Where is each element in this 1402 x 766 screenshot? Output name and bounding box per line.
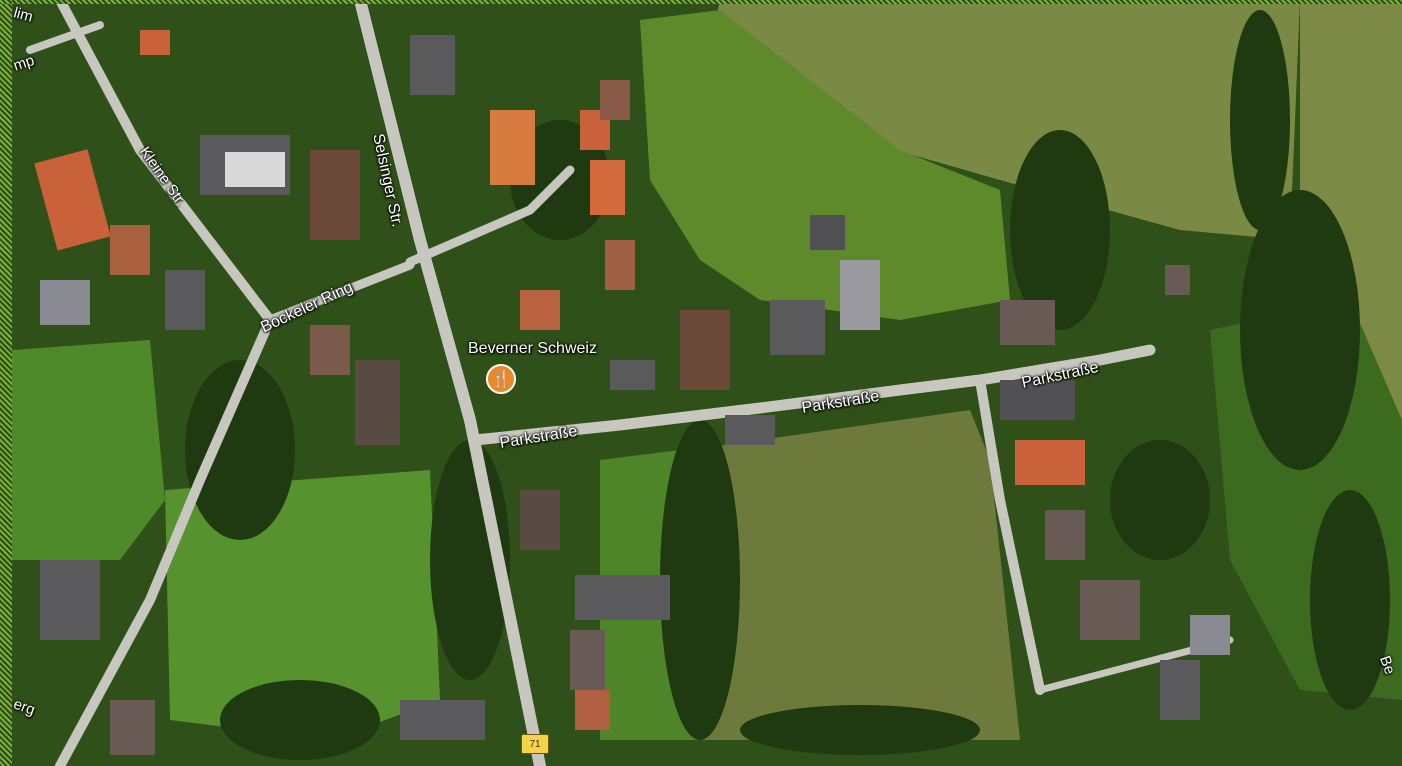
poi-label[interactable]: Beverner Schweiz [468, 340, 597, 357]
fork-knife-icon: 🍴 [491, 371, 511, 388]
poi-marker[interactable]: 🍴 [486, 364, 516, 394]
route-shield: 71 [521, 734, 549, 754]
